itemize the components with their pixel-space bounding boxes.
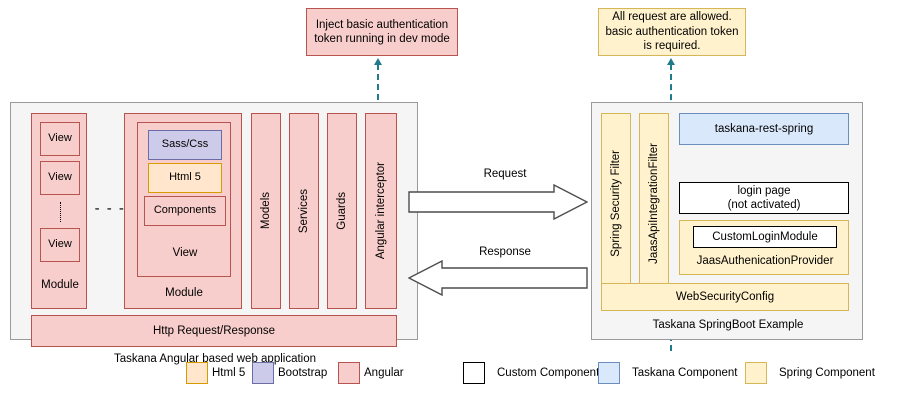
html5-swatch-icon xyxy=(186,362,208,384)
module-a-container[interactable]: View View View Module xyxy=(31,113,87,309)
right-panel-caption: Taskana SpringBoot Example xyxy=(652,318,804,331)
login-page-box[interactable]: login page (not activated) xyxy=(679,182,849,214)
layer-sass-css[interactable]: Sass/Css xyxy=(148,130,222,160)
connector-arrowhead-angular-icon xyxy=(374,58,382,65)
module-b-label: Module xyxy=(165,286,203,299)
right-panel-springboot: Spring Security Filter JaasApiIntegratio… xyxy=(591,102,863,340)
legend-label-bootstrap: Bootstrap xyxy=(278,367,328,379)
response-arrow-label: Response xyxy=(479,246,531,258)
taskana-component-swatch-icon xyxy=(598,362,620,384)
column-services-label: Services xyxy=(297,188,310,234)
module-a-view-2[interactable]: View xyxy=(40,161,80,195)
jaas-authentication-provider-box[interactable]: CustomLoginModule JaasAuthenicationProvi… xyxy=(679,220,849,275)
jaas-authentication-provider-label: JaasAuthenicationProvider xyxy=(696,254,834,267)
angular-swatch-icon xyxy=(338,362,360,384)
left-panel-caption: Taskana Angular based web application xyxy=(113,352,317,365)
legend-item-angular: Angular xyxy=(338,362,404,384)
column-angular-interceptor[interactable]: Angular interceptor xyxy=(365,113,397,309)
request-arrow-icon xyxy=(408,184,588,220)
layer-components[interactable]: Components xyxy=(144,196,226,226)
legend-label-spring-component: Spring Component xyxy=(779,367,875,379)
spring-component-swatch-icon xyxy=(745,362,767,384)
column-guards-label: Guards xyxy=(335,192,348,230)
module-a-label: Module xyxy=(41,278,79,291)
module-separator-dots: - - - xyxy=(94,199,126,217)
request-arrow-label: Request xyxy=(483,168,527,180)
filter-jaas-api-integration[interactable]: JaasApiIntegrationFilter xyxy=(639,113,669,293)
legend-item-html5: Html 5 xyxy=(186,362,245,384)
module-b-container[interactable]: Sass/Css Html 5 Components View Module xyxy=(124,113,242,309)
legend-item-bootstrap: Bootstrap xyxy=(252,362,327,384)
column-services[interactable]: Services xyxy=(289,113,319,309)
module-b-view-container[interactable]: Sass/Css Html 5 Components View xyxy=(137,122,231,277)
module-a-view-1[interactable]: View xyxy=(40,122,80,156)
legend-item-custom-component: Custom Component xyxy=(463,362,599,384)
column-angular-interceptor-label: Angular interceptor xyxy=(374,162,387,260)
column-models-label: Models xyxy=(259,192,272,230)
legend-label-angular: Angular xyxy=(364,367,404,379)
custom-login-module-box[interactable]: CustomLoginModule xyxy=(693,226,837,248)
bootstrap-swatch-icon xyxy=(252,362,274,384)
left-panel-angular-app: View View View Module - - - Sass/Css Htm… xyxy=(10,102,418,365)
http-request-response-bar[interactable]: Http Request/Response xyxy=(31,315,397,347)
filter-spring-security[interactable]: Spring Security Filter xyxy=(601,113,631,293)
filter-jaas-api-integration-label: JaasApiIntegrationFilter xyxy=(647,142,660,264)
legend-label-taskana-component: Taskana Component xyxy=(632,367,738,379)
connector-line-angular xyxy=(377,64,379,110)
module-b-view-label: View xyxy=(172,246,198,259)
column-guards[interactable]: Guards xyxy=(327,113,357,309)
login-page-line1: login page xyxy=(737,184,791,197)
legend-label-custom-component: Custom Component xyxy=(497,367,600,379)
legend-item-taskana-component: Taskana Component xyxy=(598,362,737,384)
layer-html5[interactable]: Html 5 xyxy=(148,163,222,193)
custom-component-swatch-icon xyxy=(463,362,485,384)
legend-item-spring-component: Spring Component xyxy=(745,362,875,384)
module-a-view-3[interactable]: View xyxy=(40,228,80,262)
taskana-rest-spring-box[interactable]: taskana-rest-spring xyxy=(679,113,849,145)
module-a-ellipsis-icon xyxy=(60,202,61,222)
filter-spring-security-label: Spring Security Filter xyxy=(609,149,622,257)
response-arrow-icon xyxy=(408,260,588,296)
column-models[interactable]: Models xyxy=(251,113,281,309)
legend-label-html5: Html 5 xyxy=(212,367,246,379)
login-page-line2: (not activated) xyxy=(727,199,801,211)
note-spring-security: All request are allowed. basic authentic… xyxy=(598,8,746,56)
web-security-config-box[interactable]: WebSecurityConfig xyxy=(601,283,849,311)
connector-arrowhead-spring-icon xyxy=(667,58,675,65)
note-angular-interceptor: Inject basic authentication token runnin… xyxy=(306,8,458,56)
